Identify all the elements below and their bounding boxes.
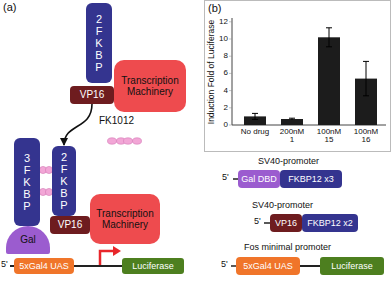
fkbp-box: FKBP12 x2: [302, 214, 358, 232]
tick-label: 2: [224, 104, 228, 112]
node-text: FKBP12 x2: [307, 218, 353, 228]
node-text: 2 FKBP: [59, 151, 70, 211]
machinery-box: Transcription Machinery: [114, 60, 186, 112]
vp16-box: VP16: [270, 214, 302, 232]
fkbp-column: 3 FKBP: [14, 138, 40, 226]
promoter-arrow: [100, 251, 114, 266]
tick-label: 6: [224, 69, 228, 77]
category-label: 200nM 1: [280, 128, 304, 145]
vp16-box: VP16: [50, 216, 90, 234]
tick-label: 12: [219, 18, 228, 26]
node-text: Gal DBD: [241, 174, 277, 184]
dna-line: [74, 265, 122, 267]
category-label: No drug: [241, 128, 269, 136]
strand-end: 5': [254, 217, 261, 226]
vp16-box: VP16: [70, 86, 114, 104]
strand-end: 5': [221, 260, 228, 269]
tick-label: 0: [224, 121, 228, 129]
dna-line: [300, 265, 320, 267]
tick-label: 8: [224, 52, 228, 60]
promoter-label: SV40-promoter: [252, 201, 313, 210]
y-ticks: [229, 22, 232, 125]
node-text: Luciferase: [331, 261, 373, 271]
gal-dome: Gal: [6, 226, 50, 254]
node-text: Transcription Machinery: [114, 75, 186, 98]
node-text: 5xGal4 UAS: [19, 261, 69, 271]
node-text: 3 FKBP: [22, 152, 33, 212]
axis-title: Induction Fold of Luciferase: [207, 20, 216, 124]
promoter-label: Fos minimal promoter: [244, 243, 331, 252]
luciferase-box: Luciferase: [320, 257, 384, 275]
node-text: Transcription Machinery: [90, 208, 160, 231]
node-text: Luciferase: [132, 261, 174, 271]
y-axis: [232, 18, 233, 125]
chart-frame: [205, 1, 391, 152]
node-text: VP16: [58, 219, 82, 231]
node-text: Gal: [20, 234, 36, 246]
gal-dbd-box: Gal DBD: [238, 170, 280, 188]
strand-end: 5': [1, 260, 8, 269]
uas-box: 5xGal4 UAS: [14, 258, 74, 274]
node-text: FKBP12 x3: [288, 174, 334, 184]
promoter-arrowhead: [113, 246, 121, 256]
node-text: 2 FKBP: [94, 13, 105, 73]
fkbp-column: 2 FKBP: [86, 3, 112, 83]
fk1012-molecule: [108, 138, 142, 144]
uas-box: 5xGal4 UAS: [236, 257, 300, 275]
fkbp-column: 2 FKBP: [52, 146, 76, 216]
luciferase-box: Luciferase: [122, 258, 184, 274]
reaction-arrow: [64, 104, 92, 145]
panel-label: (a): [3, 2, 16, 14]
error-bars: [252, 28, 369, 120]
node-text: 5xGal4 UAS: [243, 261, 293, 271]
node-text: VP16: [275, 218, 297, 228]
bars: [244, 37, 377, 125]
machinery-box: Transcription Machinery: [90, 194, 160, 244]
edge-label: FK1012: [98, 115, 135, 126]
node-text: VP16: [80, 89, 104, 101]
fkbp-box: FKBP12 x3: [280, 170, 342, 188]
bound-fk1012: [39, 166, 52, 195]
tick-label: 10: [219, 35, 228, 43]
category-label: 100nM 16: [354, 128, 378, 145]
tick-label: 4: [224, 86, 228, 94]
category-label: 100nM 15: [317, 128, 341, 145]
strand-end: 5': [222, 173, 229, 182]
promoter-label: SV40-promoter: [258, 157, 319, 166]
panel-label: (b): [208, 3, 221, 15]
